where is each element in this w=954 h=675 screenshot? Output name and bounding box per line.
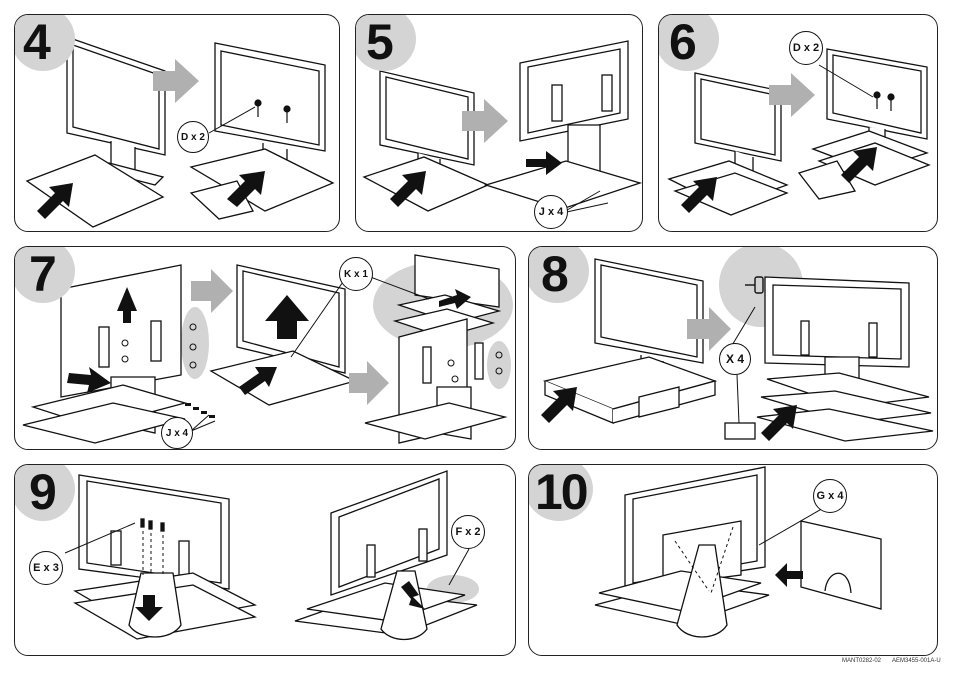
step-5-number: 5	[366, 14, 394, 70]
step-7-panel: 7	[14, 246, 516, 450]
callout-screw-e-step-9: E x 3	[29, 551, 63, 585]
step-6-number-highlight	[659, 15, 719, 71]
footer-code-left: MANT0282-02	[842, 658, 882, 664]
callout-part-k-step-7: K x 1	[339, 257, 373, 291]
callout-screw-j-step-7: J x 4	[161, 417, 193, 449]
step-10-number: 10	[535, 464, 589, 520]
step-10-number-highlight	[529, 465, 593, 521]
step-5-illustration	[362, 40, 642, 214]
callout-screw-j-step-5: J x 4	[534, 195, 568, 229]
step-8-number-highlight	[529, 247, 589, 303]
step-8-number: 8	[541, 246, 569, 302]
step-4-illustration	[25, 36, 335, 228]
step-10-panel: 10 G x 4	[528, 464, 938, 656]
step-9-number-highlight	[15, 465, 75, 521]
step-7-illustration	[22, 254, 513, 444]
step-10-illustration	[594, 466, 882, 638]
step-6-number: 6	[669, 14, 697, 70]
step-7-number-highlight	[15, 247, 75, 303]
callout-screw-d-step-4: D x 2	[177, 121, 209, 153]
callout-screw-f-step-9: F x 2	[451, 515, 485, 549]
step-9-panel: 9	[14, 464, 516, 656]
step-4-number-highlight	[15, 15, 75, 71]
callout-screw-g-step-10: G x 4	[813, 479, 847, 513]
step-8-illustration	[541, 247, 934, 442]
step-5-panel: 5 J x 4	[355, 14, 643, 232]
callout-part-x-step-8: X 4	[719, 343, 751, 375]
step-9-number: 9	[29, 464, 57, 520]
step-4-panel: 4 D x 2	[14, 14, 340, 232]
step-7-number: 7	[29, 246, 57, 302]
step-9-illustration	[64, 470, 479, 641]
callout-screw-d-step-6: D x 2	[789, 31, 823, 65]
step-6-panel: 6 D x 2	[658, 14, 938, 232]
step-8-panel: 8 X 4	[528, 246, 938, 450]
step-5-number-highlight	[356, 15, 416, 71]
step-6-illustration	[667, 48, 931, 216]
step-4-number: 4	[23, 14, 51, 70]
footer-code-right: AEM3455-001A-U	[892, 658, 941, 664]
